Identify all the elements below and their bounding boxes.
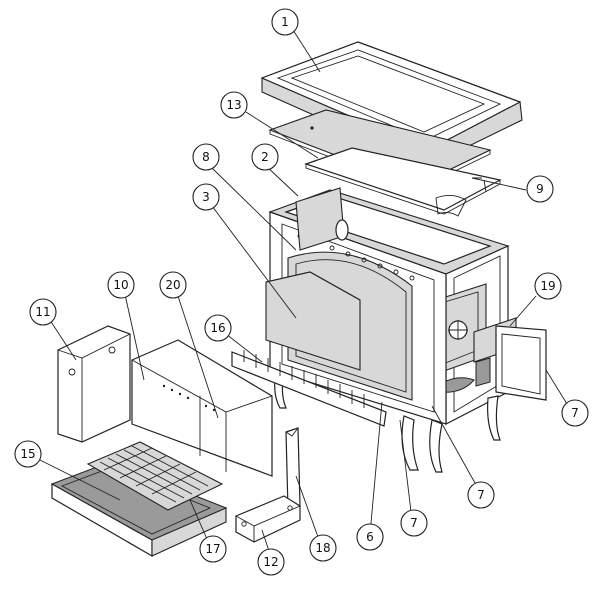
- callout-10: 10: [107, 271, 135, 299]
- callout-19: 19: [534, 272, 562, 300]
- grate-part: [86, 441, 224, 511]
- callout-3-label: 3: [202, 190, 210, 204]
- callout-12-label: 12: [263, 555, 278, 569]
- callout-17-label: 17: [205, 542, 220, 556]
- callout-7-bottom-label: 7: [410, 516, 418, 530]
- callout-1: 1: [271, 8, 299, 36]
- callout-11-label: 11: [35, 305, 50, 319]
- callout-19-label: 19: [540, 279, 555, 293]
- callout-7-right: 7: [561, 399, 589, 427]
- callout-20-label: 20: [165, 278, 180, 292]
- callout-15-label: 15: [20, 447, 35, 461]
- callout-9-label: 9: [536, 182, 544, 196]
- firebox-plate-part: [265, 271, 361, 371]
- side-door-part: [473, 317, 547, 401]
- callout-16: 16: [204, 314, 232, 342]
- callouts: 1 13 8 2 3 9 19 11 10 20 16 7 7 7 15 17 …: [14, 8, 589, 576]
- callout-20: 20: [159, 271, 187, 299]
- callout-18-label: 18: [315, 541, 330, 555]
- callout-10-label: 10: [113, 278, 128, 292]
- callout-18: 18: [309, 534, 337, 562]
- front-grate-bar-part: [231, 350, 387, 427]
- callout-8: 8: [192, 143, 220, 171]
- vertical-bracket-part: [285, 427, 301, 511]
- rear-bricks-part: [131, 339, 273, 477]
- callout-7-bottom: 7: [400, 509, 428, 537]
- callout-2-label: 2: [261, 150, 269, 164]
- stove-body-part: [268, 187, 510, 473]
- baffle-plate-part: [304, 147, 502, 217]
- callout-8-label: 8: [202, 150, 210, 164]
- callout-13-label: 13: [226, 98, 241, 112]
- callout-3: 3: [192, 183, 220, 211]
- callout-1-label: 1: [281, 15, 289, 29]
- callout-7-lower: 7: [467, 481, 495, 509]
- callout-11: 11: [29, 298, 57, 326]
- callout-16-label: 16: [210, 321, 225, 335]
- ash-pan-part: [50, 461, 228, 558]
- small-brick-part: [235, 495, 301, 543]
- callout-9: 9: [526, 175, 554, 203]
- top-plate-part: [260, 41, 523, 167]
- callout-6-label: 6: [366, 530, 374, 544]
- callout-17: 17: [199, 535, 227, 563]
- side-brick-part: [57, 325, 131, 443]
- callout-13: 13: [220, 91, 248, 119]
- callout-6: 6: [356, 523, 384, 551]
- callout-7-lower-label: 7: [477, 488, 485, 502]
- callout-12: 12: [257, 548, 285, 576]
- callout-15: 15: [14, 440, 42, 468]
- callout-7-right-label: 7: [571, 406, 579, 420]
- callout-2: 2: [251, 143, 279, 171]
